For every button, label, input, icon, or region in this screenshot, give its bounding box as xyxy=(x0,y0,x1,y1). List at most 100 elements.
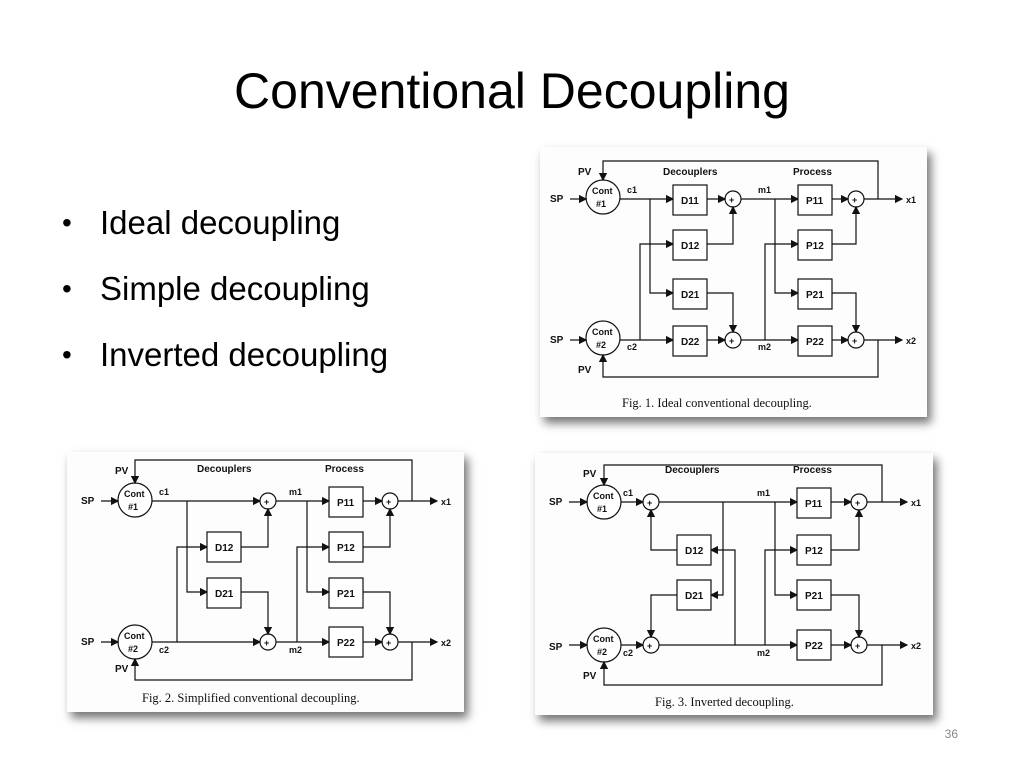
block-label: P11 xyxy=(806,196,824,207)
plus-sign: + xyxy=(855,498,860,508)
sp-label: SP xyxy=(549,642,563,653)
simplified-decoupling-diagram: Decouplers Process SP PV SP PV Cont #1 C… xyxy=(81,459,451,705)
decoupler-d21 xyxy=(206,577,242,609)
block-label: P12 xyxy=(806,241,824,252)
decoupler-d11 xyxy=(672,184,708,216)
cont-label: Cont xyxy=(593,634,614,644)
c1-label: c1 xyxy=(623,488,633,498)
block-label: D21 xyxy=(685,591,704,602)
block-label: D21 xyxy=(215,589,234,600)
block-label: P21 xyxy=(806,290,824,301)
process-p12 xyxy=(328,531,364,563)
plus-sign: + xyxy=(264,497,269,507)
block-label: P22 xyxy=(806,337,824,348)
bullet-icon: • xyxy=(62,207,72,238)
process-p21 xyxy=(797,278,833,310)
process-p12 xyxy=(797,229,833,261)
decoupler-d21 xyxy=(676,579,712,611)
decouplers-header: Decouplers xyxy=(665,465,720,476)
plus-sign: + xyxy=(647,498,652,508)
block-label: P22 xyxy=(337,638,355,649)
figure-ideal-decoupling: Decouplers Process SP PV SP PV Cont #1 C… xyxy=(540,147,927,417)
inverted-decoupling-diagram: Decouplers Process SP PV SP PV Cont #1 C… xyxy=(549,464,921,709)
cont-number: #2 xyxy=(596,340,606,350)
plus-sign: + xyxy=(264,638,269,648)
c2-label: c2 xyxy=(159,645,169,655)
x2-label: x2 xyxy=(906,336,916,346)
plus-sign: + xyxy=(647,641,652,651)
bullet-item: •Simple decoupling xyxy=(60,256,388,322)
pv-label: PV xyxy=(578,167,592,178)
process-header: Process xyxy=(325,464,364,475)
block-label: P11 xyxy=(337,498,355,509)
figure-caption: Fig. 2. Simplified conventional decoupli… xyxy=(142,691,360,705)
block-label: P12 xyxy=(337,543,355,554)
m2-label: m2 xyxy=(289,645,302,655)
decoupler-d12 xyxy=(206,531,242,563)
bullet-text: Inverted decoupling xyxy=(100,336,389,373)
x2-label: x2 xyxy=(911,641,921,651)
plus-sign: + xyxy=(729,336,734,346)
cont-number: #2 xyxy=(128,644,138,654)
plus-sign: + xyxy=(729,195,734,205)
bullet-icon: • xyxy=(62,339,72,370)
bullet-item: • Ideal decoupling xyxy=(60,190,388,256)
cont-number: #1 xyxy=(597,504,607,514)
process-header: Process xyxy=(793,465,832,476)
block-label: D12 xyxy=(685,546,704,557)
figure-simplified-decoupling: Decouplers Process SP PV SP PV Cont #1 C… xyxy=(67,452,464,712)
pv-label: PV xyxy=(578,365,592,376)
sp-label: SP xyxy=(550,335,564,346)
block-label: P21 xyxy=(337,589,355,600)
plus-sign: + xyxy=(852,195,857,205)
pv-label: PV xyxy=(583,469,597,480)
plus-sign: + xyxy=(852,336,857,346)
cont-label: Cont xyxy=(592,327,613,337)
bullet-list: • Ideal decoupling •Simple decoupling • In… xyxy=(60,190,388,388)
ideal-decoupling-diagram: Decouplers Process SP PV SP PV Cont #1 C… xyxy=(550,160,916,410)
m2-label: m2 xyxy=(757,648,770,658)
block-label: P21 xyxy=(805,591,823,602)
m1-label: m1 xyxy=(757,488,770,498)
plus-sign: + xyxy=(855,641,860,651)
pv-label: PV xyxy=(115,466,129,477)
block-label: D21 xyxy=(681,290,700,301)
block-label: P12 xyxy=(805,546,823,557)
plus-sign: + xyxy=(386,638,391,648)
page-number: 36 xyxy=(944,727,958,741)
x1-label: x1 xyxy=(906,195,916,205)
sp-label: SP xyxy=(549,497,563,508)
bullet-text: Ideal decoupling xyxy=(100,204,341,241)
block-label: D22 xyxy=(681,337,700,348)
cont-number: #1 xyxy=(596,199,606,209)
cont-number: #1 xyxy=(128,502,138,512)
cont-label: Cont xyxy=(124,631,145,641)
decouplers-header: Decouplers xyxy=(663,167,718,178)
block-label: D12 xyxy=(681,241,700,252)
pv-label: PV xyxy=(115,664,129,675)
decoupler-d22 xyxy=(672,325,708,357)
bullet-icon: • xyxy=(62,273,72,304)
process-p12 xyxy=(796,534,832,566)
c2-label: c2 xyxy=(623,648,633,658)
m2-label: m2 xyxy=(758,342,771,352)
x1-label: x1 xyxy=(911,498,921,508)
process-p11 xyxy=(796,487,832,519)
cont-label: Cont xyxy=(124,489,145,499)
figure-caption: Fig. 1. Ideal conventional decoupling. xyxy=(622,396,812,410)
block-label: P22 xyxy=(805,641,823,652)
m1-label: m1 xyxy=(289,487,302,497)
block-label: D12 xyxy=(215,543,234,554)
x1-label: x1 xyxy=(441,497,451,507)
c1-label: c1 xyxy=(627,185,637,195)
figure-inverted-decoupling: Decouplers Process SP PV SP PV Cont #1 C… xyxy=(535,453,933,715)
decouplers-header: Decouplers xyxy=(197,464,252,475)
m1-label: m1 xyxy=(758,185,771,195)
process-p11 xyxy=(797,184,833,216)
block-label: P11 xyxy=(805,499,823,510)
c2-label: c2 xyxy=(627,342,637,352)
bullet-item: • Inverted decoupling xyxy=(60,322,388,388)
process-p21 xyxy=(328,577,364,609)
slide-title: Conventional Decoupling xyxy=(234,63,790,119)
